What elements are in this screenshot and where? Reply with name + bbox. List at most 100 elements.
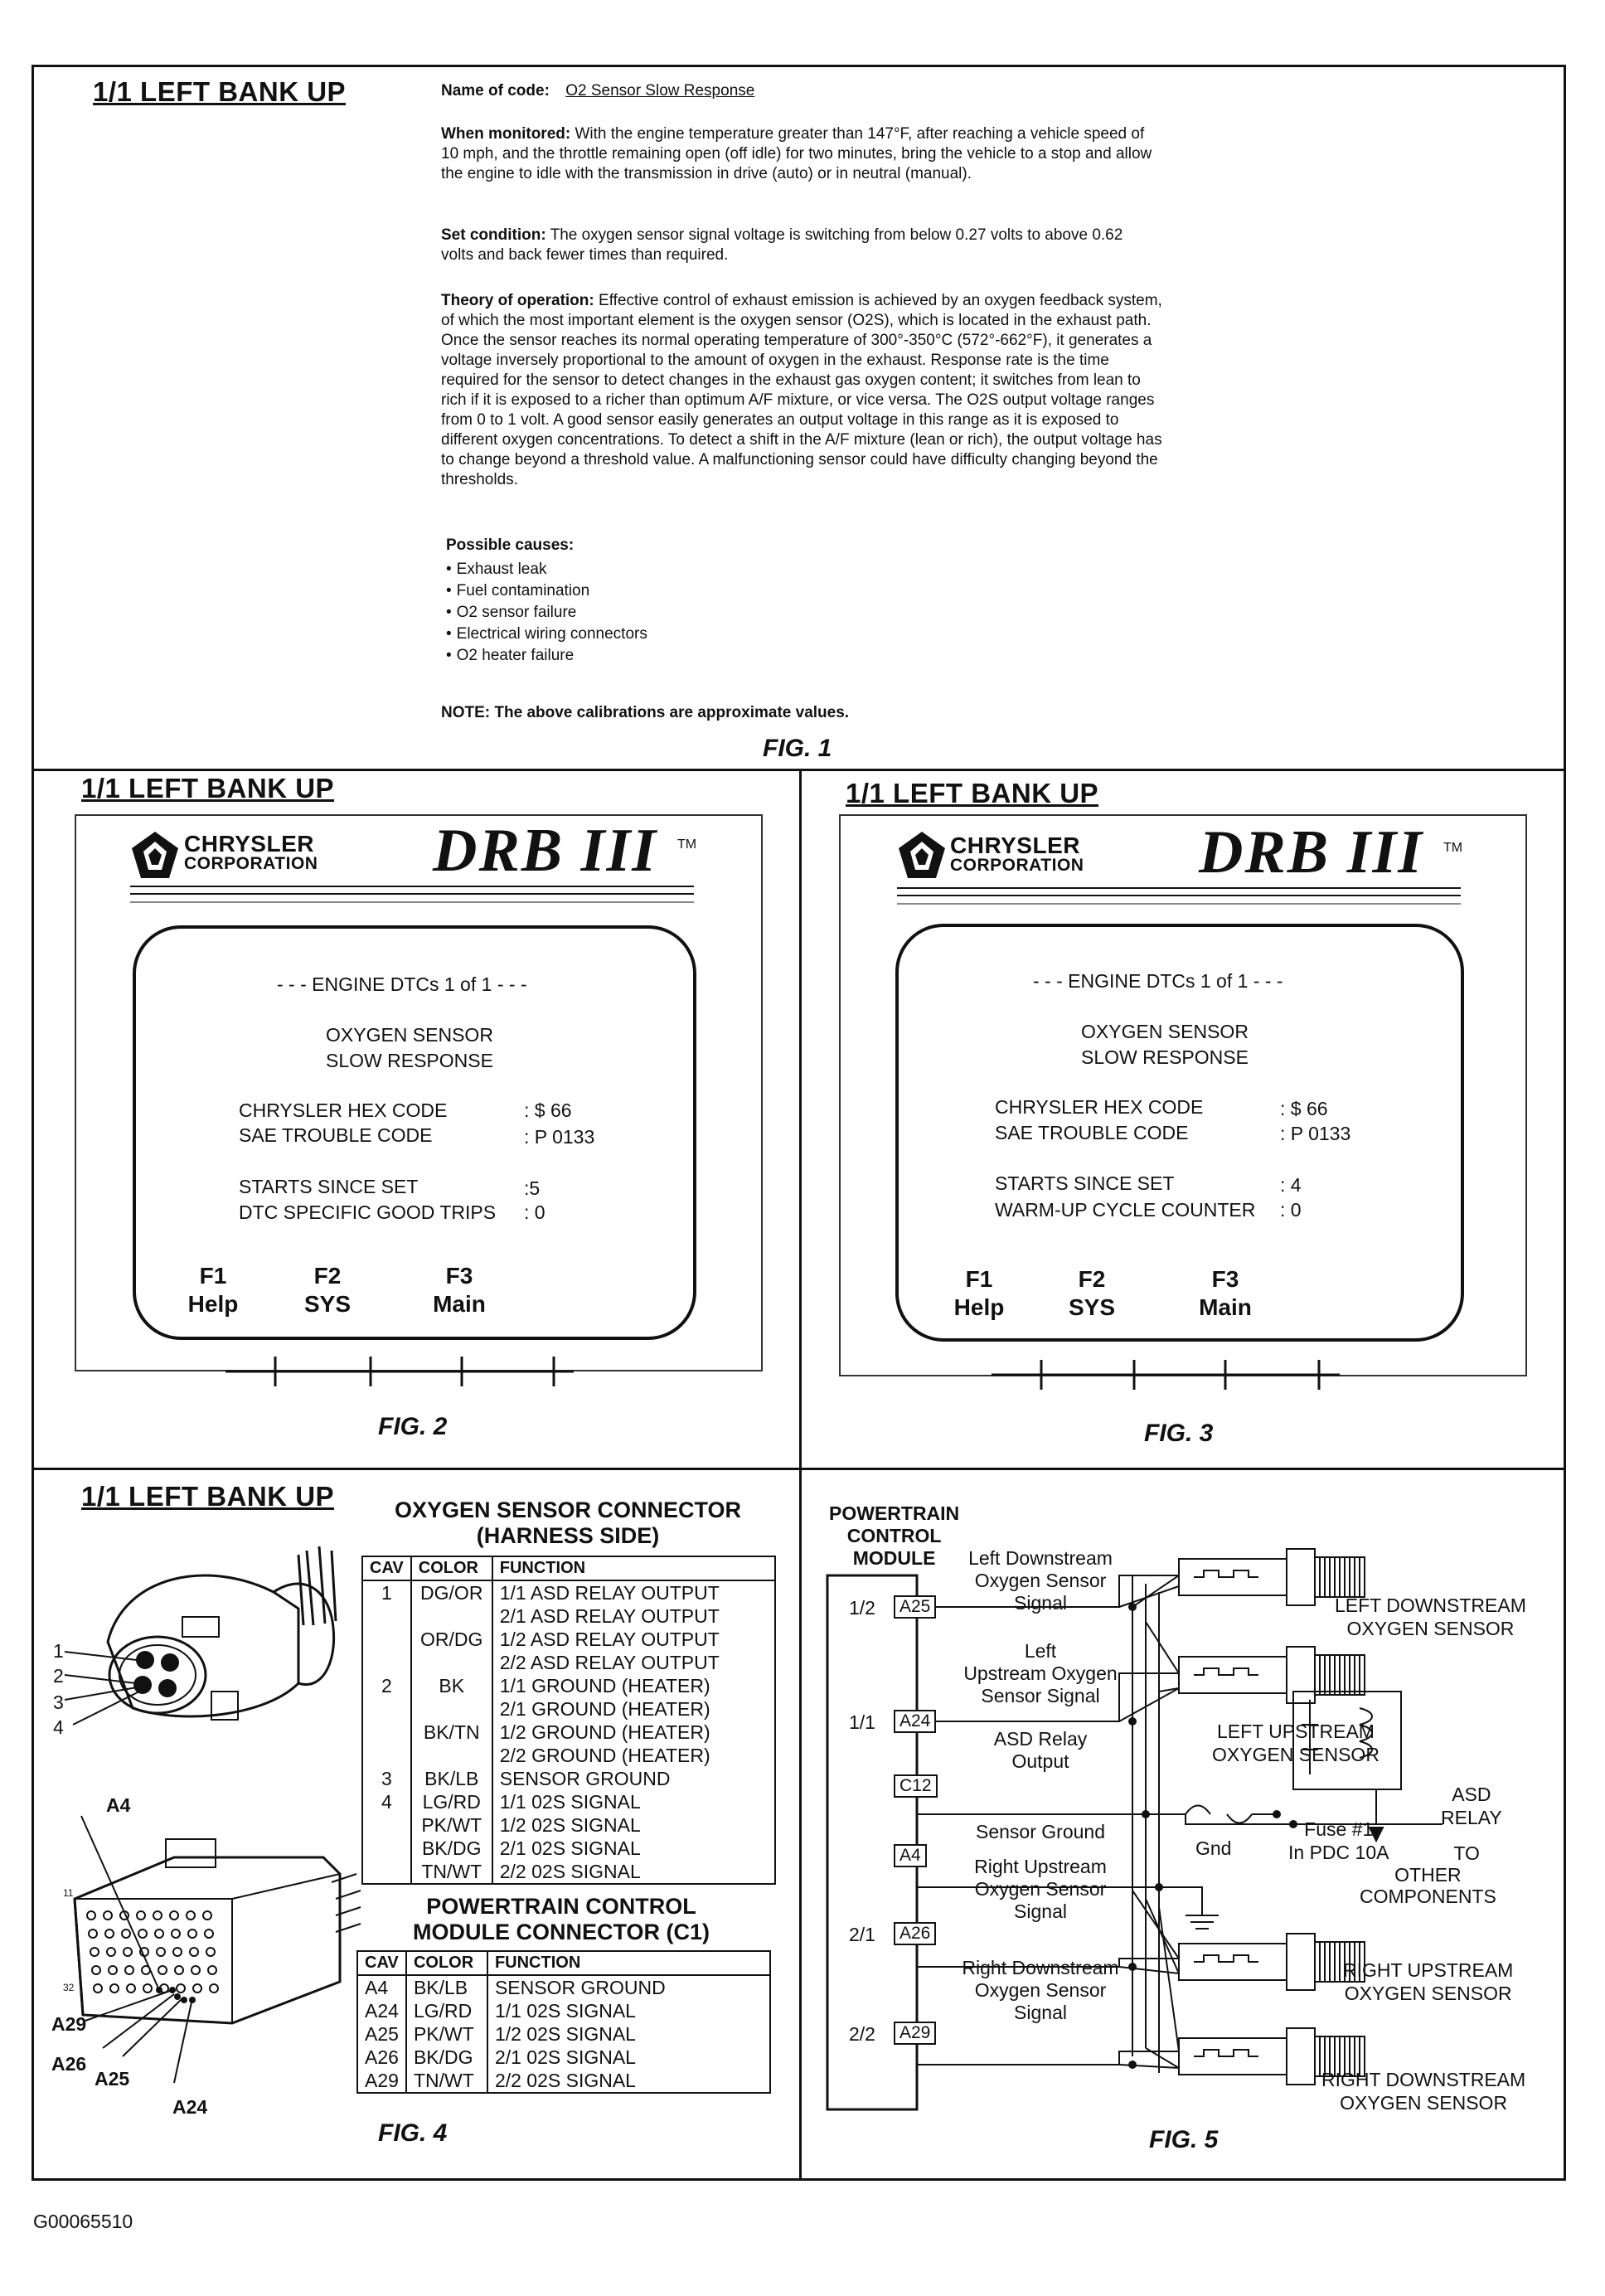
- ground-label: Gnd: [1195, 1837, 1232, 1859]
- fig1-caption: FIG. 1: [763, 735, 832, 762]
- function-cell: 2/2 02S SIGNAL: [491, 1860, 777, 1885]
- brand-rule: [130, 886, 694, 903]
- connector-pin: [108, 1965, 118, 1975]
- oxygen-sensor-icon: [1178, 1646, 1365, 1704]
- cav-cell: [361, 1628, 412, 1651]
- brand-rule: [897, 887, 1461, 905]
- theory-of-operation: Theory of operation: Effective control o…: [441, 291, 1162, 490]
- pin-description-line: Oxygen Sensor: [974, 1979, 1107, 2001]
- causes-list: Exhaust leak Fuel contamination O2 senso…: [446, 559, 1167, 667]
- pin-label-4: 4: [53, 1716, 64, 1738]
- cav-cell: A25: [356, 2022, 407, 2046]
- connector-pin: [191, 1965, 201, 1975]
- pcm-title: POWERTRAIN CONTROL MODULE: [829, 1502, 960, 1569]
- bank-position-label: 2/1: [849, 1924, 875, 1945]
- set-condition-text: The oxygen sensor signal voltage is swit…: [441, 226, 1123, 264]
- code-name: Name of code: O2 Sensor Slow Response: [441, 81, 1162, 101]
- color-cell: BK: [410, 1674, 493, 1697]
- hex-code-label: CHRYSLER HEX CODE: [995, 1096, 1204, 1118]
- color-cell: PK/WT: [405, 2022, 488, 2046]
- sae-code-value: : P 0133: [524, 1126, 595, 1148]
- pin-description-line: Oxygen Sensor: [974, 1570, 1107, 1591]
- connector-pin: [123, 1947, 133, 1957]
- pin-description-line: Oxygen Sensor: [974, 1878, 1107, 1900]
- key-ruler: [225, 1357, 574, 1386]
- code-name-value: O2 Sensor Slow Response: [565, 82, 755, 100]
- function-cell: 2/2 GROUND (HEATER): [491, 1744, 777, 1767]
- function-cell: 1/2 GROUND (HEATER): [491, 1721, 777, 1744]
- connector-pin: [156, 1947, 166, 1957]
- connector-pin: [109, 1983, 119, 1993]
- dtc-line-2: SLOW RESPONSE: [326, 1050, 493, 1071]
- hex-code-value: : $ 66: [524, 1099, 572, 1121]
- pcm-pin-a26: A26: [894, 1922, 937, 1945]
- connector-pin: [187, 1929, 197, 1939]
- pin-description: Sensor Ground: [945, 1821, 1136, 1843]
- pin-description-line: Right Upstream: [974, 1856, 1107, 1877]
- drb-title: DRB III: [1199, 818, 1424, 886]
- color-cell: PK/WT: [410, 1813, 493, 1837]
- color-cell: [410, 1604, 493, 1628]
- connector-pin: [207, 1965, 217, 1975]
- good-trips-label: DTC SPECIFIC GOOD TRIPS: [239, 1201, 497, 1223]
- cav-cell: A24: [356, 1999, 407, 2022]
- fuse-label: Fuse #1 In PDC 10A: [1288, 1818, 1389, 1863]
- pin-label-2: 2: [53, 1665, 64, 1687]
- hex-code-label: CHRYSLER HEX CODE: [239, 1099, 448, 1121]
- color-cell: LG/RD: [410, 1790, 493, 1813]
- pcm-pin-a4: A4: [894, 1844, 927, 1867]
- function-cell: 1/2 02S SIGNAL: [486, 2022, 772, 2046]
- dtc-line-1: OXYGEN SENSOR: [1081, 1021, 1249, 1042]
- asd-relay-label: ASD RELAY: [1441, 1784, 1502, 1828]
- cav-cell: [361, 1837, 412, 1860]
- divider-mid: [32, 1468, 1566, 1470]
- when-monitored-text: With the engine temperature greater than…: [441, 125, 1152, 182]
- drb-device: [75, 814, 763, 1371]
- conn-label-a29: A29: [51, 2013, 87, 2035]
- bank-position-label: 1/1: [849, 1711, 875, 1733]
- starts-value: :5: [524, 1177, 541, 1199]
- divider-top: [32, 769, 1566, 771]
- bank-position-label: 1/2: [849, 1597, 875, 1619]
- function-cell: 2/1 02S SIGNAL: [491, 1837, 777, 1860]
- cav-cell: [361, 1860, 412, 1885]
- connector-pin: [91, 1965, 101, 1975]
- col-function: FUNCTION: [486, 1950, 772, 1976]
- oxygen-sensor-icon: [1178, 1548, 1365, 1606]
- connector-pin: [158, 1965, 167, 1975]
- connector-pin: [174, 1965, 184, 1975]
- cav-cell: [361, 1721, 412, 1744]
- trademark: TM: [1443, 841, 1463, 855]
- connector-pin: [93, 1983, 103, 1993]
- chrysler-pentastar-logo: [899, 832, 945, 878]
- color-cell: [410, 1744, 493, 1767]
- drb-screen: [133, 925, 696, 1340]
- connector-pin: [104, 1929, 114, 1939]
- connector-pin: [189, 1947, 199, 1957]
- connector-pin: [103, 1910, 113, 1920]
- pcm-connector-table-title: POWERTRAIN CONTROL MODULE CONNECTOR (C1): [412, 1894, 710, 1944]
- starts-value: : 4: [1280, 1174, 1302, 1196]
- connector-pin: [143, 1983, 153, 1993]
- calibration-note: NOTE: The above calibrations are approxi…: [441, 704, 850, 721]
- brand-name: CHRYSLER CORPORATION: [950, 832, 1084, 876]
- pin-description-line: Left: [1024, 1640, 1057, 1662]
- connector-pin: [169, 1910, 179, 1920]
- function-cell: 2/1 ASD RELAY OUTPUT: [491, 1604, 777, 1628]
- connector-pin: [136, 1910, 146, 1920]
- o2-sensor-connector-illustration: [64, 1546, 337, 1726]
- drb-title: DRB III: [433, 817, 658, 885]
